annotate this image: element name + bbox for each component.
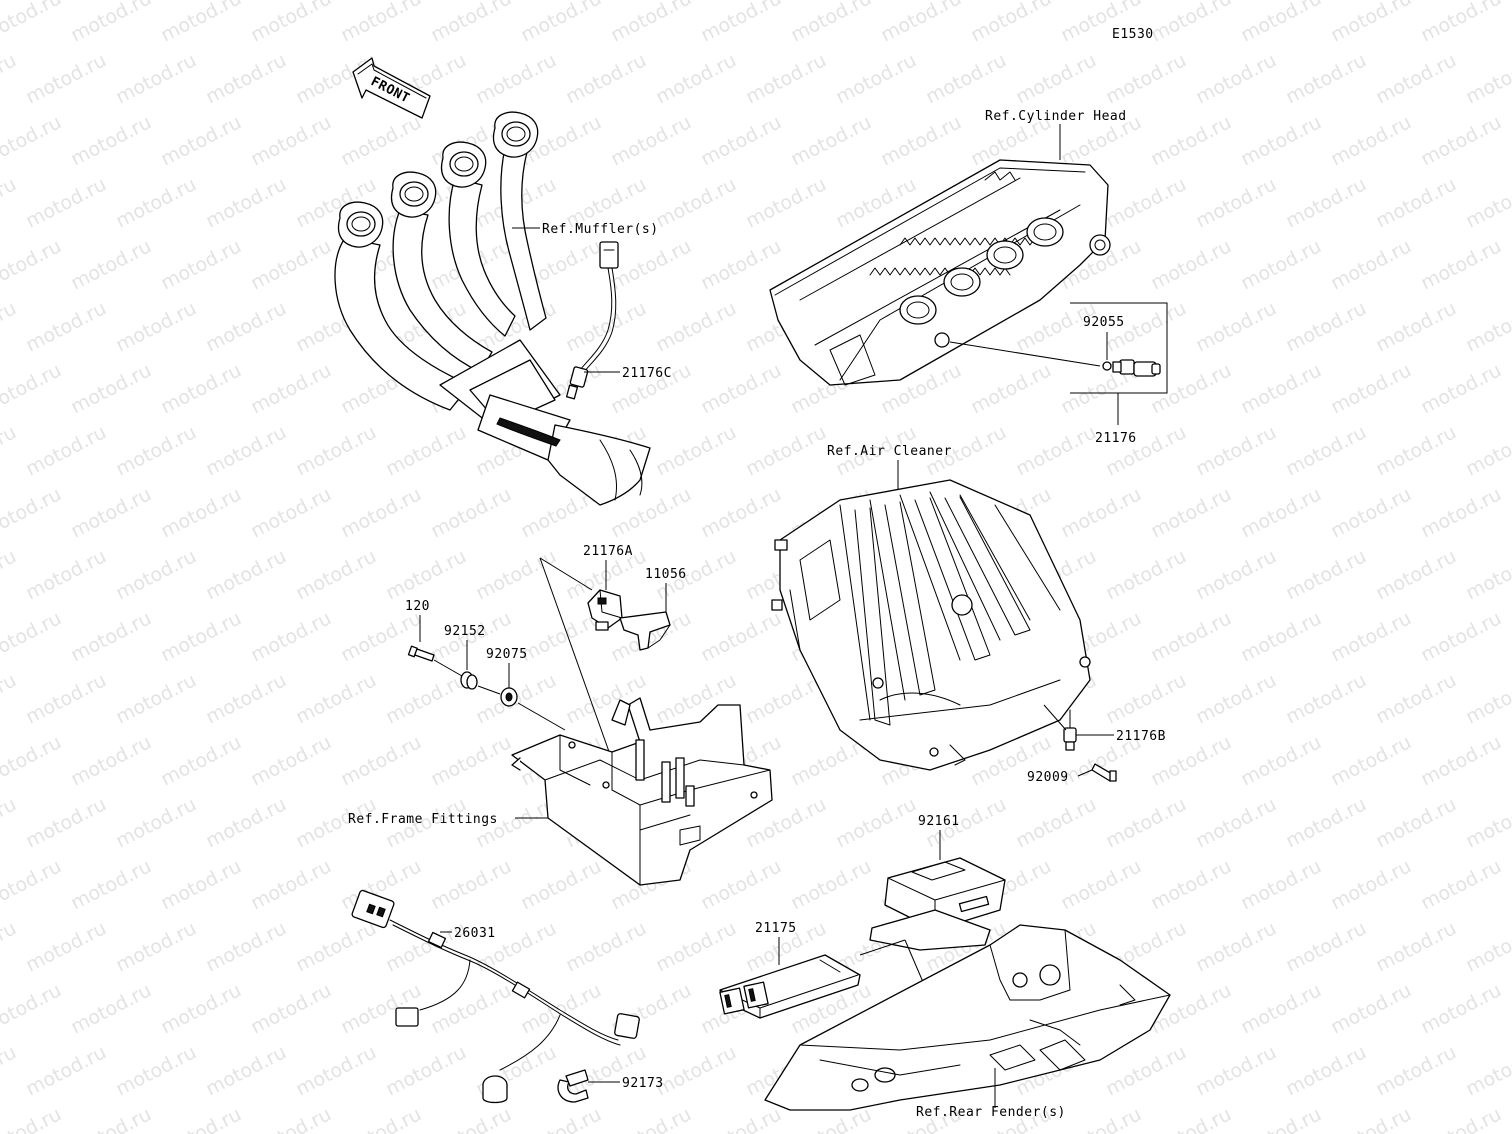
label-26031: 26031 xyxy=(454,926,496,941)
label-21176A: 21176A xyxy=(583,544,633,559)
exhaust-flange-3 xyxy=(440,141,487,188)
ecu-21175 xyxy=(719,954,861,1019)
cylinder-head xyxy=(769,159,1111,386)
damper-92075 xyxy=(500,687,518,707)
clamp-92173 xyxy=(557,1069,589,1103)
exhaust-flange-2 xyxy=(390,171,437,218)
label-120: 120 xyxy=(405,599,430,614)
label-ref-rear-fender: Ref.Rear Fender(s) xyxy=(916,1105,1066,1120)
label-ref-cylinder-head: Ref.Cylinder Head xyxy=(985,109,1127,124)
pressure-sensor-21176A xyxy=(587,589,623,631)
label-92055: 92055 xyxy=(1083,315,1125,330)
exhaust-flange-1 xyxy=(337,201,384,248)
screw-92009 xyxy=(1091,763,1117,782)
exhaust-header-muffler xyxy=(334,111,651,506)
oxygen-sensor-21176C xyxy=(565,241,619,400)
front-arrow-icon: FRONT xyxy=(352,57,431,119)
label-92161: 92161 xyxy=(918,814,960,829)
frame-fittings-tray xyxy=(511,697,773,886)
bolt-120 xyxy=(407,645,435,662)
label-ref-muffler: Ref.Muffler(s) xyxy=(542,222,659,237)
collar-92152 xyxy=(460,671,478,690)
ecu-rubber-92161 xyxy=(869,857,1006,951)
bracket-11056 xyxy=(619,611,671,651)
air-cleaner-box xyxy=(771,479,1091,771)
label-21175: 21175 xyxy=(755,921,797,936)
label-92152: 92152 xyxy=(444,624,486,639)
wiring-harness-26031 xyxy=(351,889,640,1104)
label-21176B: 21176B xyxy=(1116,729,1166,744)
label-11056: 11056 xyxy=(645,567,687,582)
washer-92055 xyxy=(1102,361,1112,371)
label-21176C: 21176C xyxy=(622,366,672,381)
temperature-sensor-21176 xyxy=(1112,359,1161,377)
diagram-code: E1530 xyxy=(1112,27,1154,42)
rear-fender xyxy=(764,924,1171,1111)
label-21176: 21176 xyxy=(1095,431,1137,446)
label-92075: 92075 xyxy=(486,647,528,662)
exhaust-flange-4 xyxy=(492,111,539,158)
label-92009: 92009 xyxy=(1027,770,1069,785)
label-92173: 92173 xyxy=(622,1076,664,1091)
label-ref-air-cleaner: Ref.Air Cleaner xyxy=(827,444,952,459)
label-ref-frame-fittings: Ref.Frame Fittings xyxy=(348,812,498,827)
